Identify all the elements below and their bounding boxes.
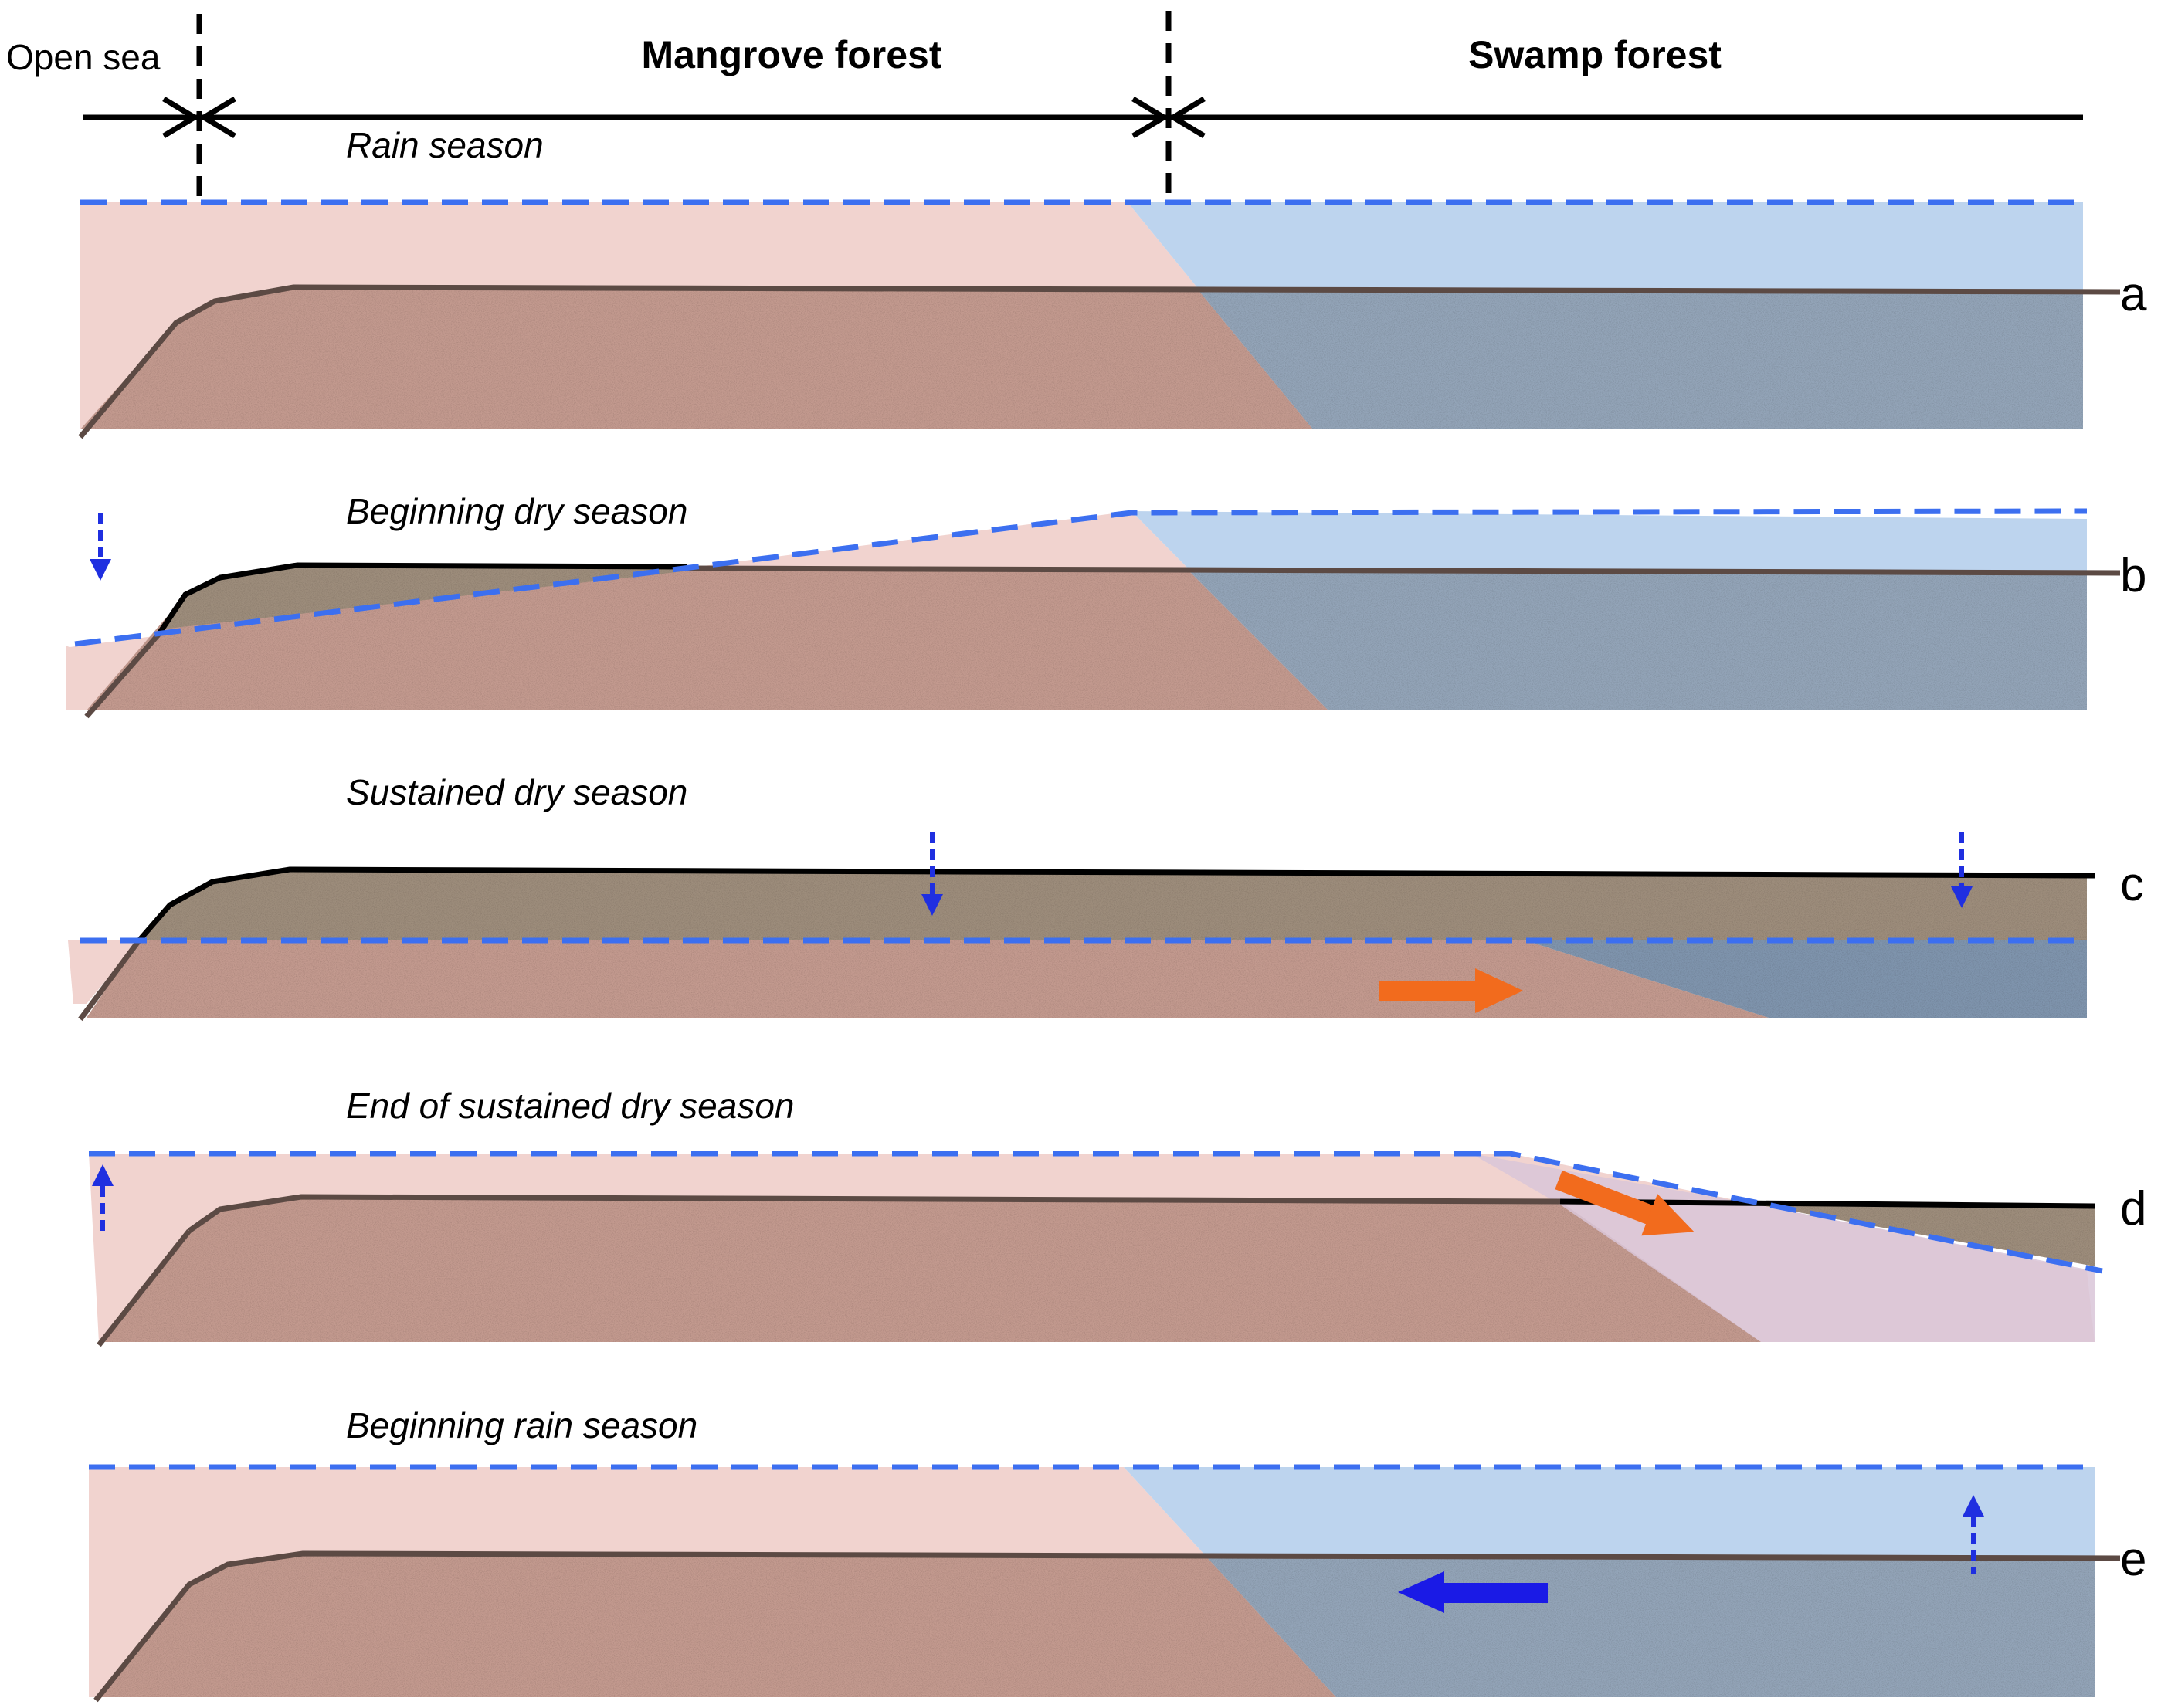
- panel-letter: e: [2120, 1533, 2146, 1586]
- fresh-sediment: [1197, 289, 2083, 429]
- dry-sediment: [1552, 1201, 2095, 1266]
- mangrove-forest-label: Mangrove forest: [642, 33, 942, 76]
- down-arrow-icon: [921, 832, 943, 916]
- ground-surface: [187, 1194, 1561, 1233]
- arrowhead-icon: [1131, 96, 1169, 139]
- fresh-sediment: [1189, 571, 2087, 710]
- fresh-sediment: [1525, 940, 2087, 1018]
- panel-caption: Beginning dry season: [346, 491, 687, 531]
- panel-e: Beginning rain season e: [89, 1405, 2146, 1703]
- ground-surface: [97, 1228, 192, 1347]
- saline-water: [68, 940, 139, 1004]
- panel-b: Beginning dry season b: [66, 491, 2146, 719]
- dry-sediment: [161, 565, 687, 629]
- ground-surface-dry: [156, 562, 688, 636]
- arrowhead-icon: [198, 96, 236, 139]
- ground-surface: [687, 565, 2121, 576]
- ground-surface: [93, 1550, 2121, 1703]
- right-arrow-icon: [1379, 968, 1523, 1013]
- panel-letter: a: [2120, 268, 2147, 321]
- arrowhead-icon: [162, 96, 200, 139]
- saline-sediment: [96, 1554, 1336, 1697]
- swamp-forest-label: Swamp forest: [1468, 33, 1722, 76]
- saline-sediment: [80, 287, 1313, 429]
- saline-sediment: [87, 940, 1769, 1018]
- down-arrow-icon: [90, 513, 111, 581]
- left-arrow-icon: [1398, 1571, 1548, 1613]
- panel-caption: End of sustained dry season: [346, 1086, 794, 1126]
- water-table: [74, 508, 2088, 647]
- panel-caption: Rain season: [346, 125, 544, 165]
- panel-caption: Beginning rain season: [346, 1405, 697, 1445]
- dry-sediment: [139, 869, 2087, 940]
- panel-a: Rain season a: [78, 125, 2147, 439]
- water-table: [89, 1151, 2103, 1274]
- panel-c: Sustained dry season c: [68, 772, 2144, 1022]
- open-sea-label: Open sea: [6, 37, 161, 77]
- down-arrow-icon: [1951, 832, 1973, 908]
- panel-caption: Sustained dry season: [346, 772, 687, 812]
- panel-letter: c: [2120, 858, 2144, 911]
- panel-letter: d: [2120, 1182, 2146, 1235]
- ground-surface: [78, 938, 141, 1022]
- panel-letter: b: [2120, 549, 2146, 602]
- fresh-sediment: [1205, 1555, 2095, 1697]
- up-arrow-icon: [92, 1164, 114, 1237]
- up-arrow-icon: [1963, 1495, 1984, 1574]
- ground-surface: [84, 632, 161, 719]
- right-arrow-icon: [1555, 1170, 1695, 1236]
- ground-surface-dry: [1559, 1198, 2095, 1209]
- zone-header: Open sea Mangrove forest Swamp forest: [6, 11, 2083, 202]
- ground-surface: [78, 284, 2121, 439]
- panel-d: End of sustained dry season d: [89, 1086, 2146, 1347]
- saline-sediment: [99, 1197, 1761, 1342]
- arrowhead-icon: [1168, 96, 1206, 139]
- ground-surface-dry: [137, 866, 2095, 943]
